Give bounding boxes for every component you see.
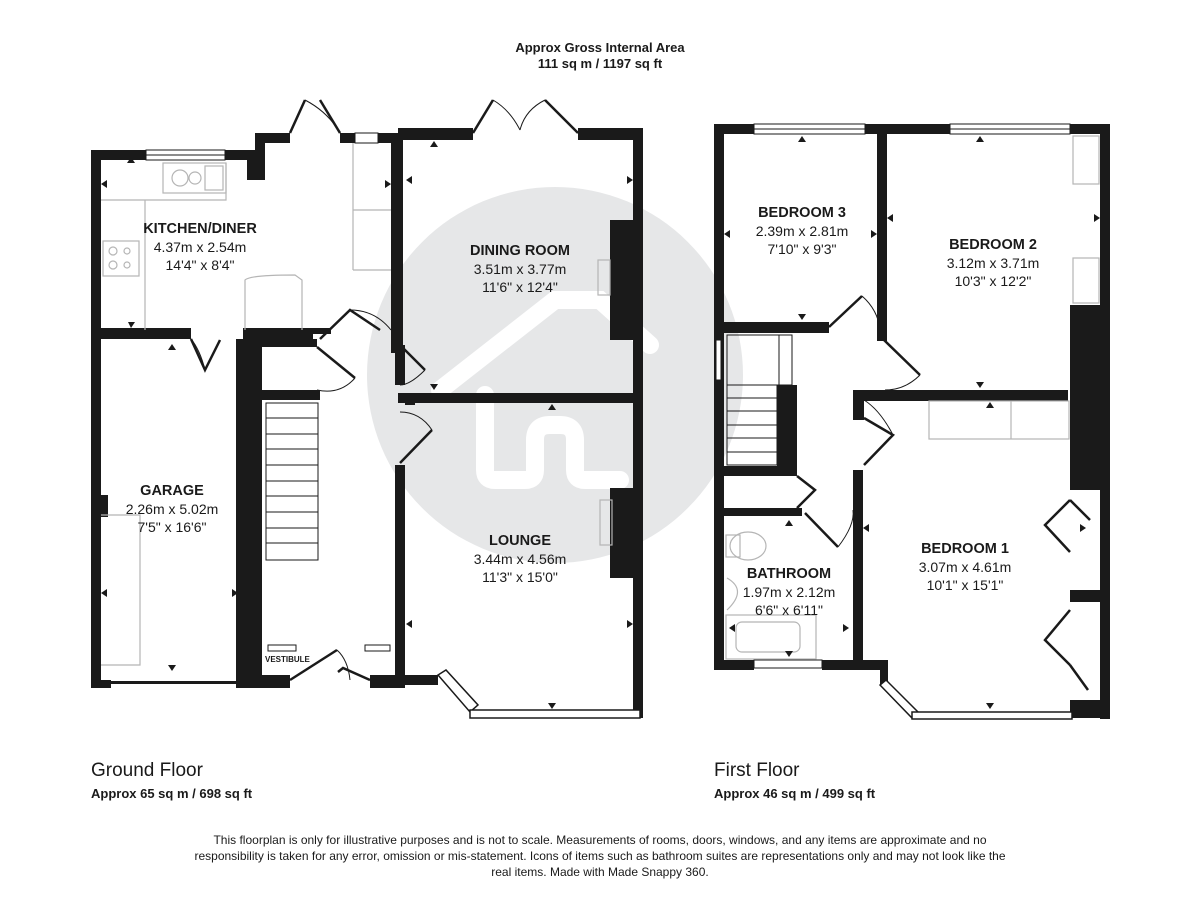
room-name: DINING ROOM xyxy=(470,243,570,259)
room-bedroom-3: BEDROOM 3 2.39m x 2.81m 7'10" x 9'3" xyxy=(756,204,849,258)
room-lounge: LOUNGE 3.44m x 4.56m 11'3" x 15'0" xyxy=(474,532,567,586)
room-imperial: 6'6" x 6'11" xyxy=(755,602,823,618)
room-dining-room: DINING ROOM 3.51m x 3.77m 11'6" x 12'4" xyxy=(470,242,570,296)
first-floor-fixtures xyxy=(725,135,1100,660)
toilet-icon xyxy=(729,531,767,561)
room-name: BEDROOM 1 xyxy=(921,541,1009,557)
floor-title: Ground Floor xyxy=(91,760,203,781)
room-name: BEDROOM 3 xyxy=(758,205,846,221)
room-name: BEDROOM 2 xyxy=(949,237,1037,253)
room-bedroom-1: BEDROOM 1 3.07m x 4.61m 10'1" x 15'1" xyxy=(919,540,1012,594)
first-stairs xyxy=(726,334,793,466)
gross-internal-area: Approx Gross Internal Area 111 sq m / 11… xyxy=(0,40,1200,72)
basin-icon xyxy=(726,577,739,611)
ground-floor-fixtures xyxy=(101,143,613,666)
room-imperial: 7'5" x 16'6" xyxy=(137,519,207,535)
room-imperial: 7'10" x 9'3" xyxy=(767,241,837,257)
room-imperial: 11'3" x 15'0" xyxy=(482,569,558,585)
room-kitchen-diner: KITCHEN/DINER 4.37m x 2.54m 14'4" x 8'4" xyxy=(143,220,257,274)
room-name: LOUNGE xyxy=(488,533,552,549)
gia-total: 111 sq m / 1197 sq ft xyxy=(537,56,663,71)
room-metric: 4.37m x 2.54m xyxy=(153,239,247,255)
first-floor-plan xyxy=(714,123,1110,720)
ground-stairs xyxy=(265,402,319,561)
hob-icon xyxy=(102,240,140,277)
room-metric: 1.97m x 2.12m xyxy=(742,584,836,600)
floor-area: Approx 65 sq m / 698 sq ft xyxy=(91,786,253,801)
room-imperial: 10'3" x 12'2" xyxy=(954,273,1032,289)
disclaimer-text: This floorplan is only for illustrative … xyxy=(194,833,1006,879)
room-bedroom-2: BEDROOM 2 3.12m x 3.71m 10'3" x 12'2" xyxy=(947,236,1040,290)
first-floor-caption: First Floor Approx 46 sq m / 499 sq ft xyxy=(714,760,875,803)
gia-title: Approx Gross Internal Area xyxy=(515,40,685,55)
bath-icon xyxy=(725,614,817,660)
ground-dimension-arrows xyxy=(101,141,633,709)
floor-title: First Floor xyxy=(714,760,800,781)
room-bathroom: BATHROOM 1.97m x 2.12m 6'6" x 6'11" xyxy=(743,565,836,619)
room-name: GARAGE xyxy=(140,483,204,499)
room-vestibule: VESTIBULE xyxy=(265,655,310,664)
ground-floor-plan xyxy=(91,128,643,719)
ground-floor-doors xyxy=(189,99,579,682)
room-metric: 2.26m x 5.02m xyxy=(125,501,219,517)
first-floor-doors xyxy=(796,295,1091,691)
room-name: KITCHEN/DINER xyxy=(143,221,257,237)
room-metric: 3.07m x 4.61m xyxy=(918,559,1012,575)
room-metric: 3.12m x 3.71m xyxy=(946,255,1040,271)
ground-floor-caption: Ground Floor Approx 65 sq m / 698 sq ft xyxy=(91,760,252,803)
first-dimension-arrows xyxy=(724,136,1100,709)
room-imperial: 14'4" x 8'4" xyxy=(165,257,235,273)
floor-area: Approx 46 sq m / 499 sq ft xyxy=(714,786,876,801)
watermark-logo-icon xyxy=(367,187,743,563)
room-metric: 3.44m x 4.56m xyxy=(473,551,567,567)
room-garage: GARAGE 2.26m x 5.02m 7'5" x 16'6" xyxy=(126,482,219,536)
room-imperial: 11'6" x 12'4" xyxy=(482,279,558,295)
room-imperial: 10'1" x 15'1" xyxy=(926,577,1004,593)
wall xyxy=(91,150,101,685)
room-metric: 3.51m x 3.77m xyxy=(473,261,567,277)
room-metric: 2.39m x 2.81m xyxy=(755,223,849,239)
room-name: BATHROOM xyxy=(746,566,832,582)
